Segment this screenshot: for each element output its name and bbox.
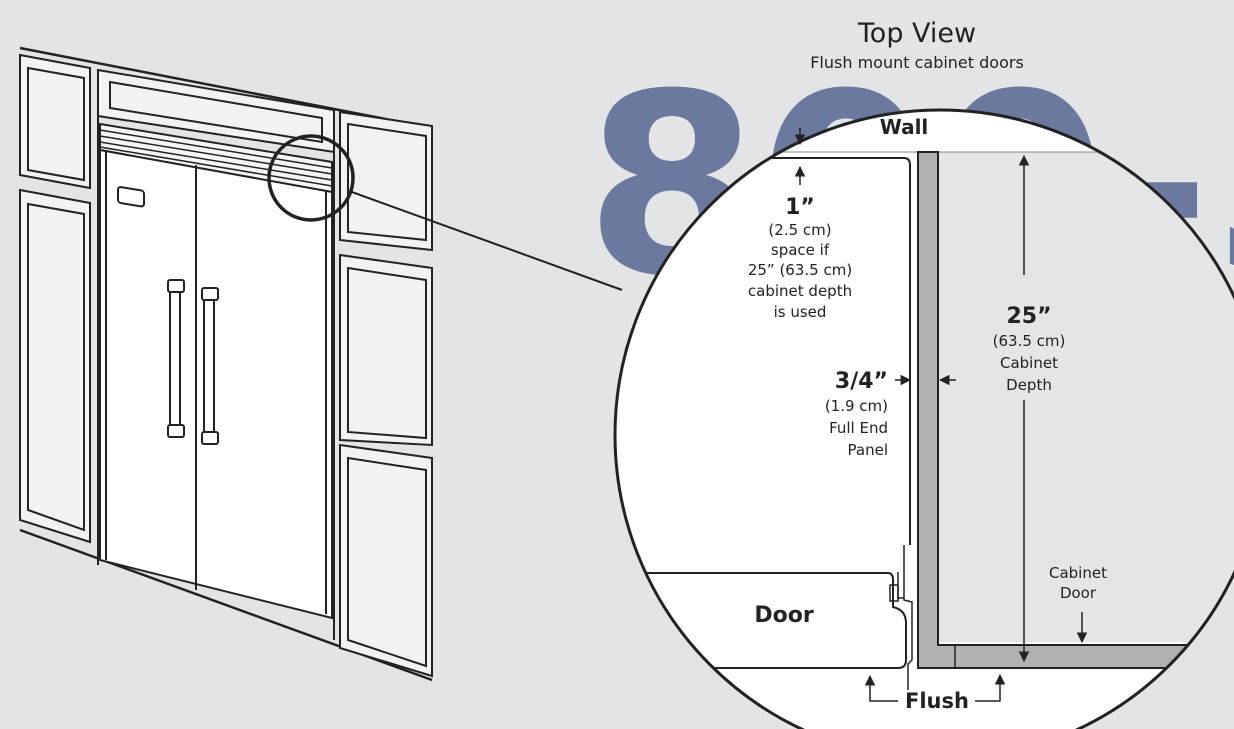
panel-note-line2: Panel [848,441,888,459]
cabinet-door-label-line1: Cabinet [1049,564,1107,582]
door-label: Door [754,603,813,628]
depth-note-line2: Depth [1006,376,1052,394]
gap-note-line1: space if [771,241,830,259]
diagram-title: Top View [857,18,976,49]
cabinet-door-label-line2: Door [1060,584,1097,602]
panel-note-line1: Full End [829,419,888,437]
panel-metric: (1.9 cm) [825,397,888,415]
flush-label: Flush [905,689,969,713]
gap-note-line2: 25” (63.5 cm) [748,261,852,279]
refrigerator-perspective-drawing [19,46,623,682]
depth-metric: (63.5 cm) [993,332,1066,350]
gap-note-line4: is used [774,303,827,321]
zoom-indicator-circle [267,134,355,222]
gap-metric: (2.5 cm) [768,221,831,239]
depth-value: 25” [1006,304,1051,329]
diagram-subtitle: Flush mount cabinet doors [810,53,1024,72]
depth-note-line1: Cabinet [1000,354,1058,372]
panel-value: 3/4” [835,369,888,394]
gap-note-line3: cabinet depth [748,282,852,300]
magnified-top-view [613,108,1234,729]
wall-label: Wall [880,115,929,139]
gap-value: 1” [785,195,815,220]
dimension-lines [794,128,1088,702]
